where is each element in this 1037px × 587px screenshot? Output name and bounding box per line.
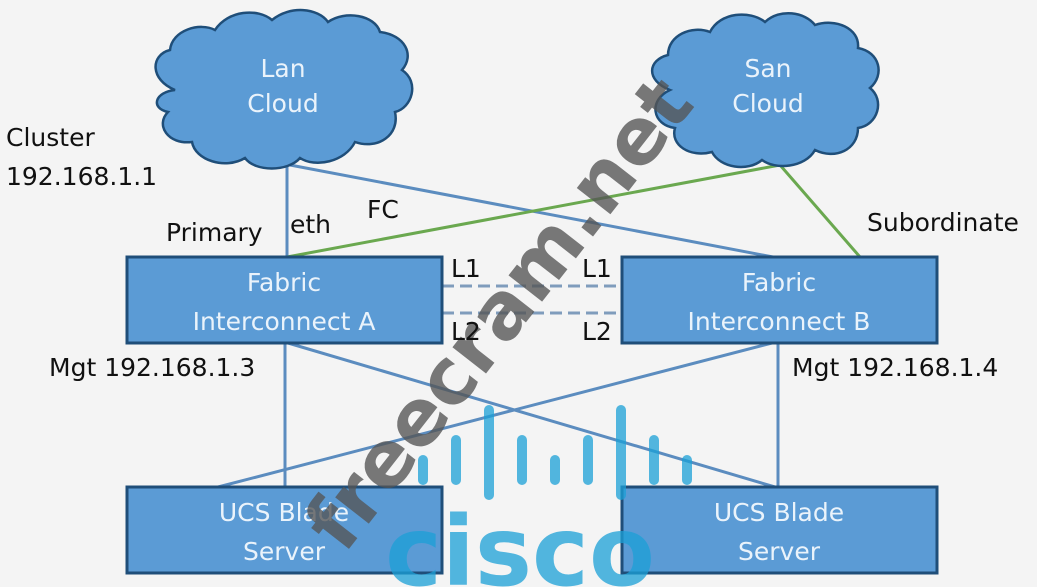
fabric-interconnect-a: Fabric Interconnect A — [125, 255, 444, 345]
blade-right-line1: UCS Blade — [714, 498, 844, 527]
blade-right-box — [620, 485, 939, 575]
san-cloud: San Cloud — [651, 12, 880, 169]
l1-label-a: L1 — [451, 254, 481, 283]
cloud-shape — [651, 12, 880, 169]
cloud-shape — [154, 8, 414, 170]
blade-left-line1: UCS Blade — [219, 498, 349, 527]
link-fi-b-to-blade-left — [217, 341, 773, 489]
lan-cloud-line2: Cloud — [247, 89, 318, 118]
l2-label-b: L2 — [582, 317, 612, 346]
fi-b-box — [620, 255, 939, 345]
links — [217, 163, 862, 489]
cisco-wordmark: cisco — [385, 496, 655, 587]
cisco-logo-watermark: cisco — [385, 405, 692, 587]
l2-label-a: L2 — [451, 317, 481, 346]
fi-a-line2: Interconnect A — [193, 307, 376, 336]
ucs-blade-server-right: UCS Blade Server — [620, 485, 939, 575]
subordinate-label: Subordinate — [867, 208, 1019, 237]
fi-a-box — [125, 255, 444, 345]
blade-left-line2: Server — [243, 537, 326, 566]
san-cloud-line1: San — [744, 54, 791, 83]
fi-a-line1: Fabric — [247, 268, 321, 297]
cluster-label: Cluster — [6, 123, 95, 152]
fabric-interconnect-b: Fabric Interconnect B — [620, 255, 939, 345]
cisco-bars-icon — [418, 405, 692, 500]
mgt-b-label: Mgt 192.168.1.4 — [792, 353, 999, 382]
link-san-to-fi-b-fc — [778, 164, 862, 258]
primary-label: Primary — [166, 218, 263, 247]
link-san-to-fi-a-fc — [286, 163, 781, 259]
eth-label: eth — [290, 210, 332, 239]
l1-label-b: L1 — [582, 254, 612, 283]
cluster-ip-label: 192.168.1.1 — [6, 162, 158, 191]
lan-cloud: Lan Cloud — [154, 8, 414, 170]
fc-label: FC — [367, 195, 399, 224]
san-cloud-line2: Cloud — [732, 89, 803, 118]
fi-b-line2: Interconnect B — [688, 307, 871, 336]
lan-cloud-line1: Lan — [260, 54, 305, 83]
ucs-blade-server-left: UCS Blade Server — [125, 485, 444, 575]
blade-left-box — [125, 485, 444, 575]
blade-right-line2: Server — [738, 537, 821, 566]
fi-b-line1: Fabric — [742, 268, 816, 297]
link-fi-a-to-blade-right — [287, 341, 776, 489]
mgt-a-label: Mgt 192.168.1.3 — [49, 353, 256, 382]
